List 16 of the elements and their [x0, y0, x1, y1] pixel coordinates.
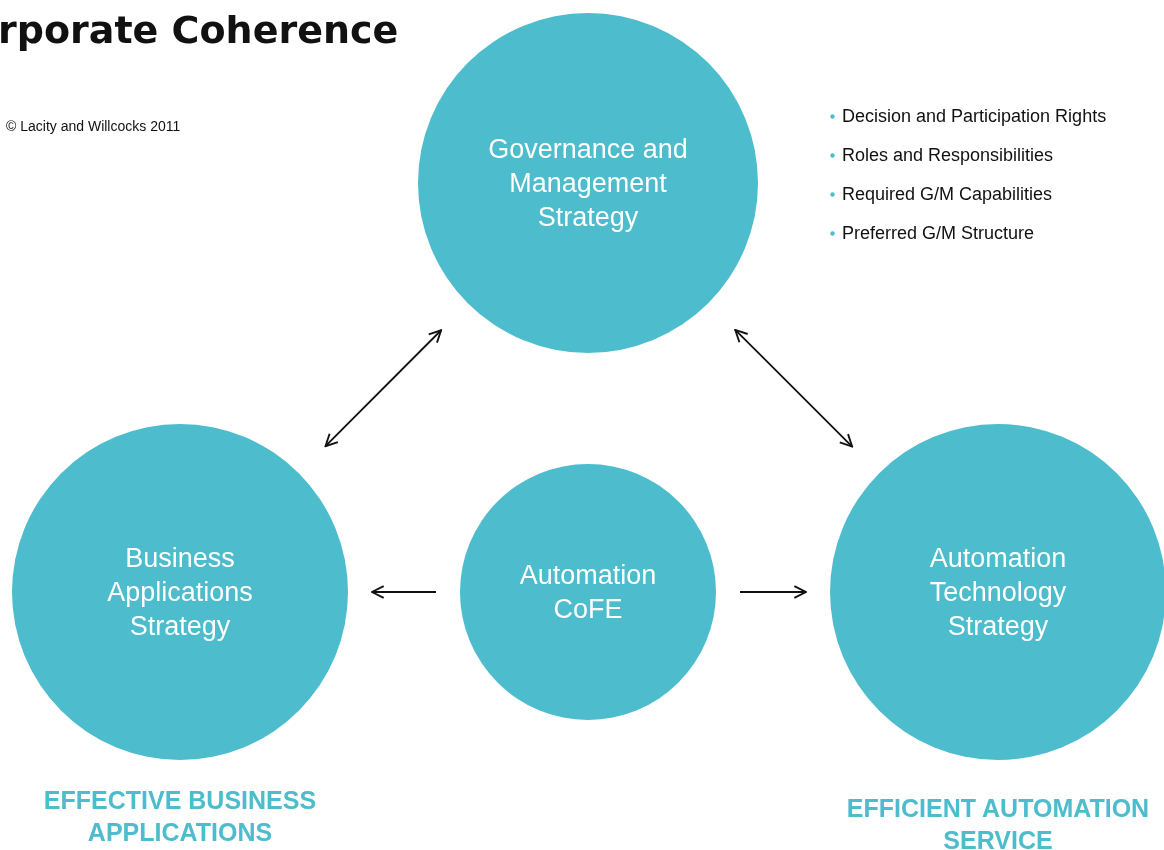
arrow — [739, 585, 807, 599]
circle-label: Automation CoFE — [518, 559, 658, 626]
circle-label: Governance and Management Strategy — [487, 133, 689, 234]
bullet-item: Preferred G/M Structure — [842, 223, 1035, 244]
copyright-note: © Lacity and Willcocks 2011 — [6, 118, 181, 134]
bullet-item: Decision and Participation Rights — [842, 106, 1107, 127]
circle-label: Automation Technology Strategy — [928, 542, 1068, 643]
bullet-item: Roles and Responsibilities — [842, 145, 1054, 166]
outcome-caption: EFFECTIVE BUSINESS APPLICATIONS — [42, 785, 318, 848]
slide-title: rporate Coherence — [0, 8, 399, 52]
arrow — [371, 585, 437, 599]
arrow — [734, 328, 854, 448]
arrow — [324, 329, 443, 448]
circle-label: Business Applications Strategy — [106, 542, 254, 643]
bullet-item: Required G/M Capabilities — [842, 184, 1053, 205]
outcome-caption: EFFICIENT AUTOMATION SERVICE — [845, 793, 1151, 850]
